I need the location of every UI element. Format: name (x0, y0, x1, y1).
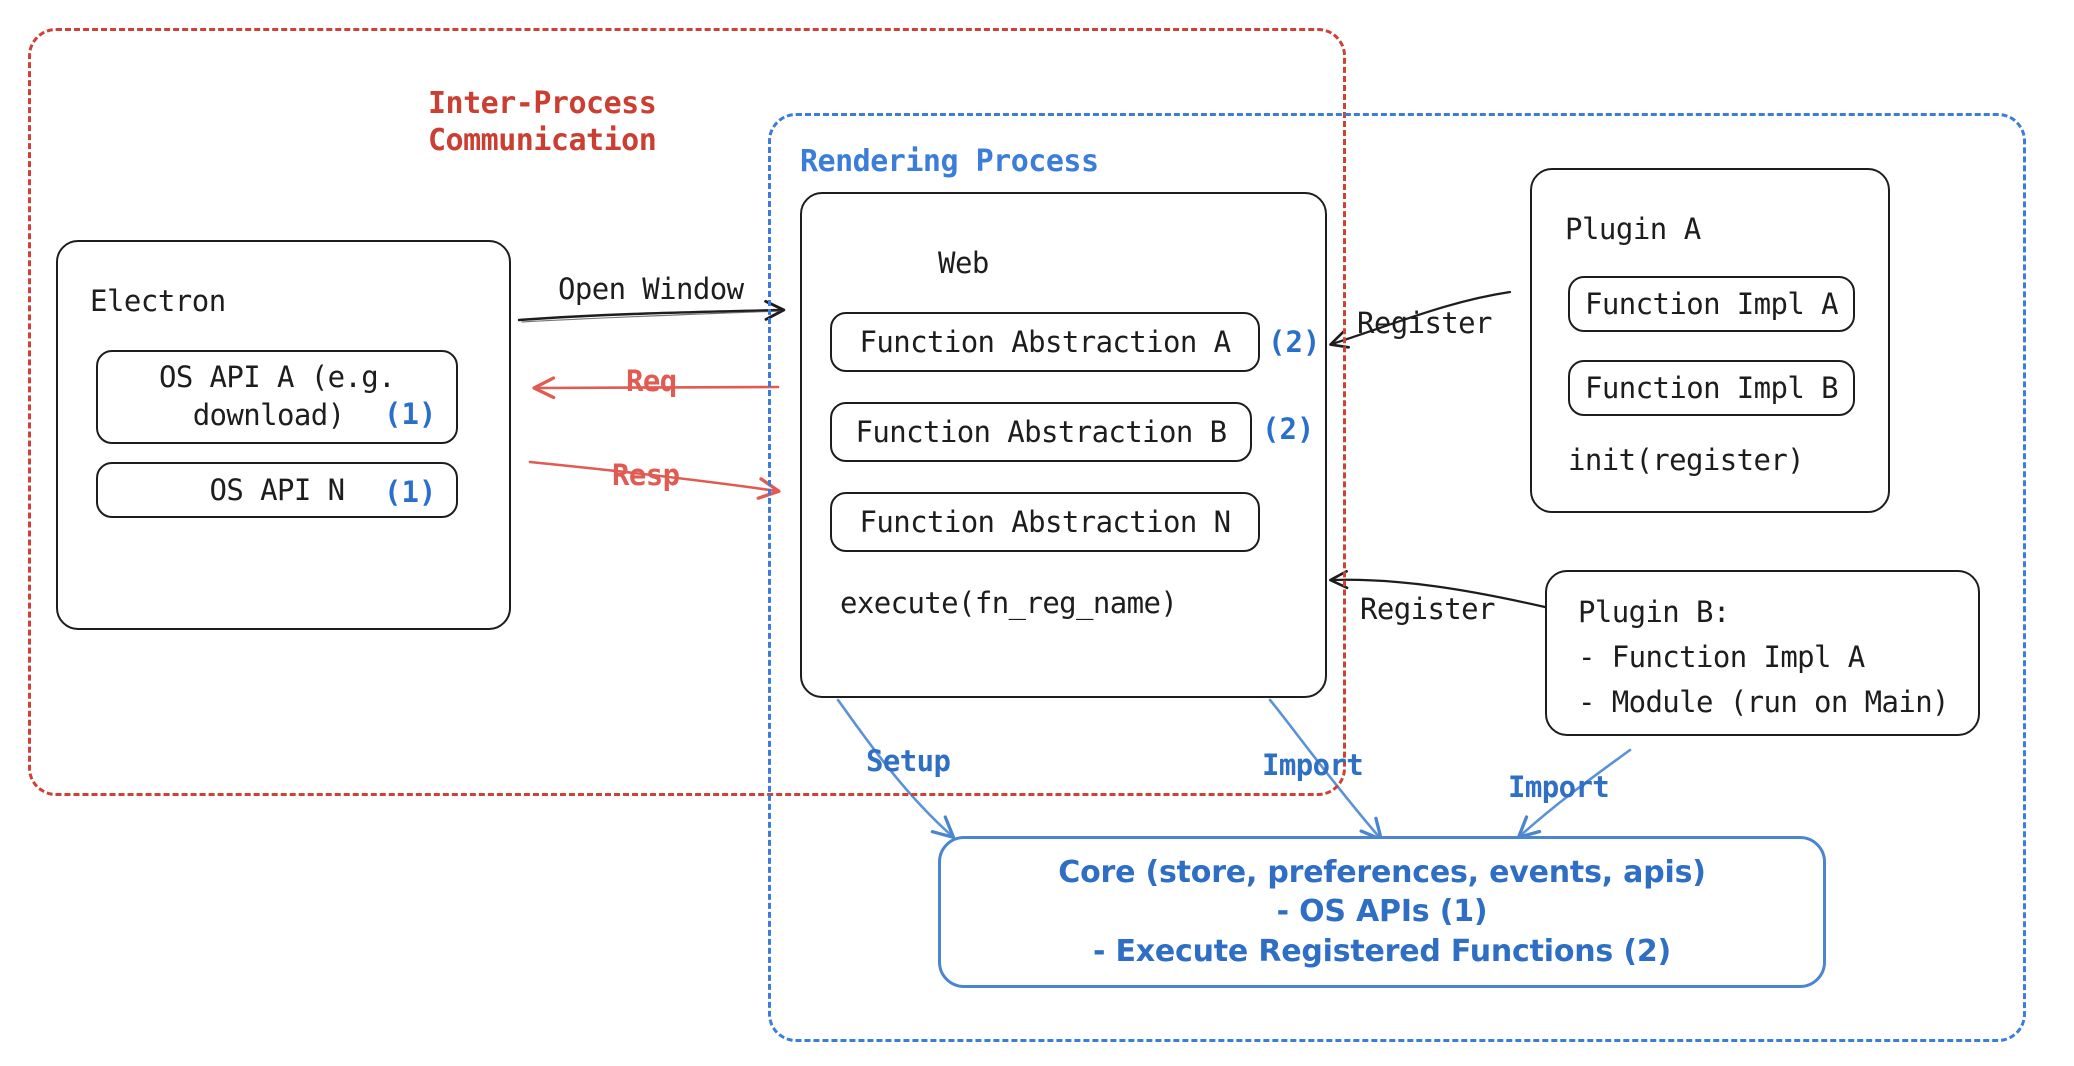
function-abstraction-b-label: Function Abstraction B (855, 415, 1228, 449)
web-execute-signature: execute(fn_reg_name) (840, 586, 1178, 620)
os-api-n-chip[interactable]: OS API N (96, 462, 458, 518)
web-title: Web (938, 246, 989, 280)
plugin-a-impl-a-label: Function Impl A (1585, 287, 1839, 321)
plugin-b-item-module: - Module (run on Main) (1578, 685, 1950, 719)
os-api-n-label: OS API N (209, 473, 345, 507)
function-abstraction-a-chip[interactable]: Function Abstraction A (830, 312, 1260, 372)
plugin-a-impl-b-chip[interactable]: Function Impl B (1568, 360, 1855, 416)
function-abstraction-n-label: Function Abstraction N (859, 505, 1232, 539)
edge-label-register-plugin-a: Register (1357, 306, 1492, 340)
os-api-n-marker: (1) (384, 475, 437, 509)
plugin-a-title: Plugin A (1565, 212, 1701, 246)
plugin-b-box[interactable] (1545, 570, 1980, 736)
plugin-b-item-function-impl-a: - Function Impl A (1578, 640, 1865, 674)
edge-label-open-window: Open Window (558, 272, 744, 306)
plugin-a-box[interactable] (1530, 168, 1890, 513)
electron-title: Electron (90, 284, 226, 318)
edge-label-setup: Setup (866, 744, 951, 778)
os-api-a-chip[interactable]: OS API A (e.g. download) (96, 350, 458, 444)
core-line-title: Core (store, preferences, events, apis) (1058, 854, 1706, 890)
function-abstraction-n-chip[interactable]: Function Abstraction N (830, 492, 1260, 552)
function-abstraction-a-marker: (2) (1268, 325, 1321, 359)
edge-label-req: Req (626, 364, 677, 398)
edge-label-import-plugin-b: Import (1508, 770, 1610, 804)
group-rendering-process (768, 113, 2026, 1042)
function-abstraction-b-marker: (2) (1262, 412, 1315, 446)
group-label-ipc: Inter-Process Communication (428, 86, 657, 158)
plugin-a-impl-a-chip[interactable]: Function Impl A (1568, 276, 1855, 332)
plugin-a-init-signature: init(register) (1568, 443, 1805, 477)
function-abstraction-a-label: Function Abstraction A (859, 325, 1232, 359)
group-inter-process-communication (28, 28, 1346, 796)
os-api-a-label: OS API A (e.g. download) (158, 360, 396, 432)
group-label-rendering-process: Rendering Process (800, 144, 1099, 179)
edge-label-register-plugin-b: Register (1360, 592, 1495, 626)
plugin-b-title: Plugin B: (1578, 595, 1730, 629)
edge-label-import-web: Import (1262, 748, 1364, 782)
plugin-a-impl-b-label: Function Impl B (1585, 371, 1839, 405)
os-api-a-marker: (1) (384, 397, 437, 431)
edge-label-resp: Resp (612, 458, 680, 492)
function-abstraction-b-chip[interactable]: Function Abstraction B (830, 402, 1252, 462)
core-line-os-apis: - OS APIs (1) (1276, 894, 1488, 930)
core-box[interactable]: Core (store, preferences, events, apis) … (938, 836, 1826, 988)
core-line-execute-registered: - Execute Registered Functions (2) (1092, 933, 1672, 969)
